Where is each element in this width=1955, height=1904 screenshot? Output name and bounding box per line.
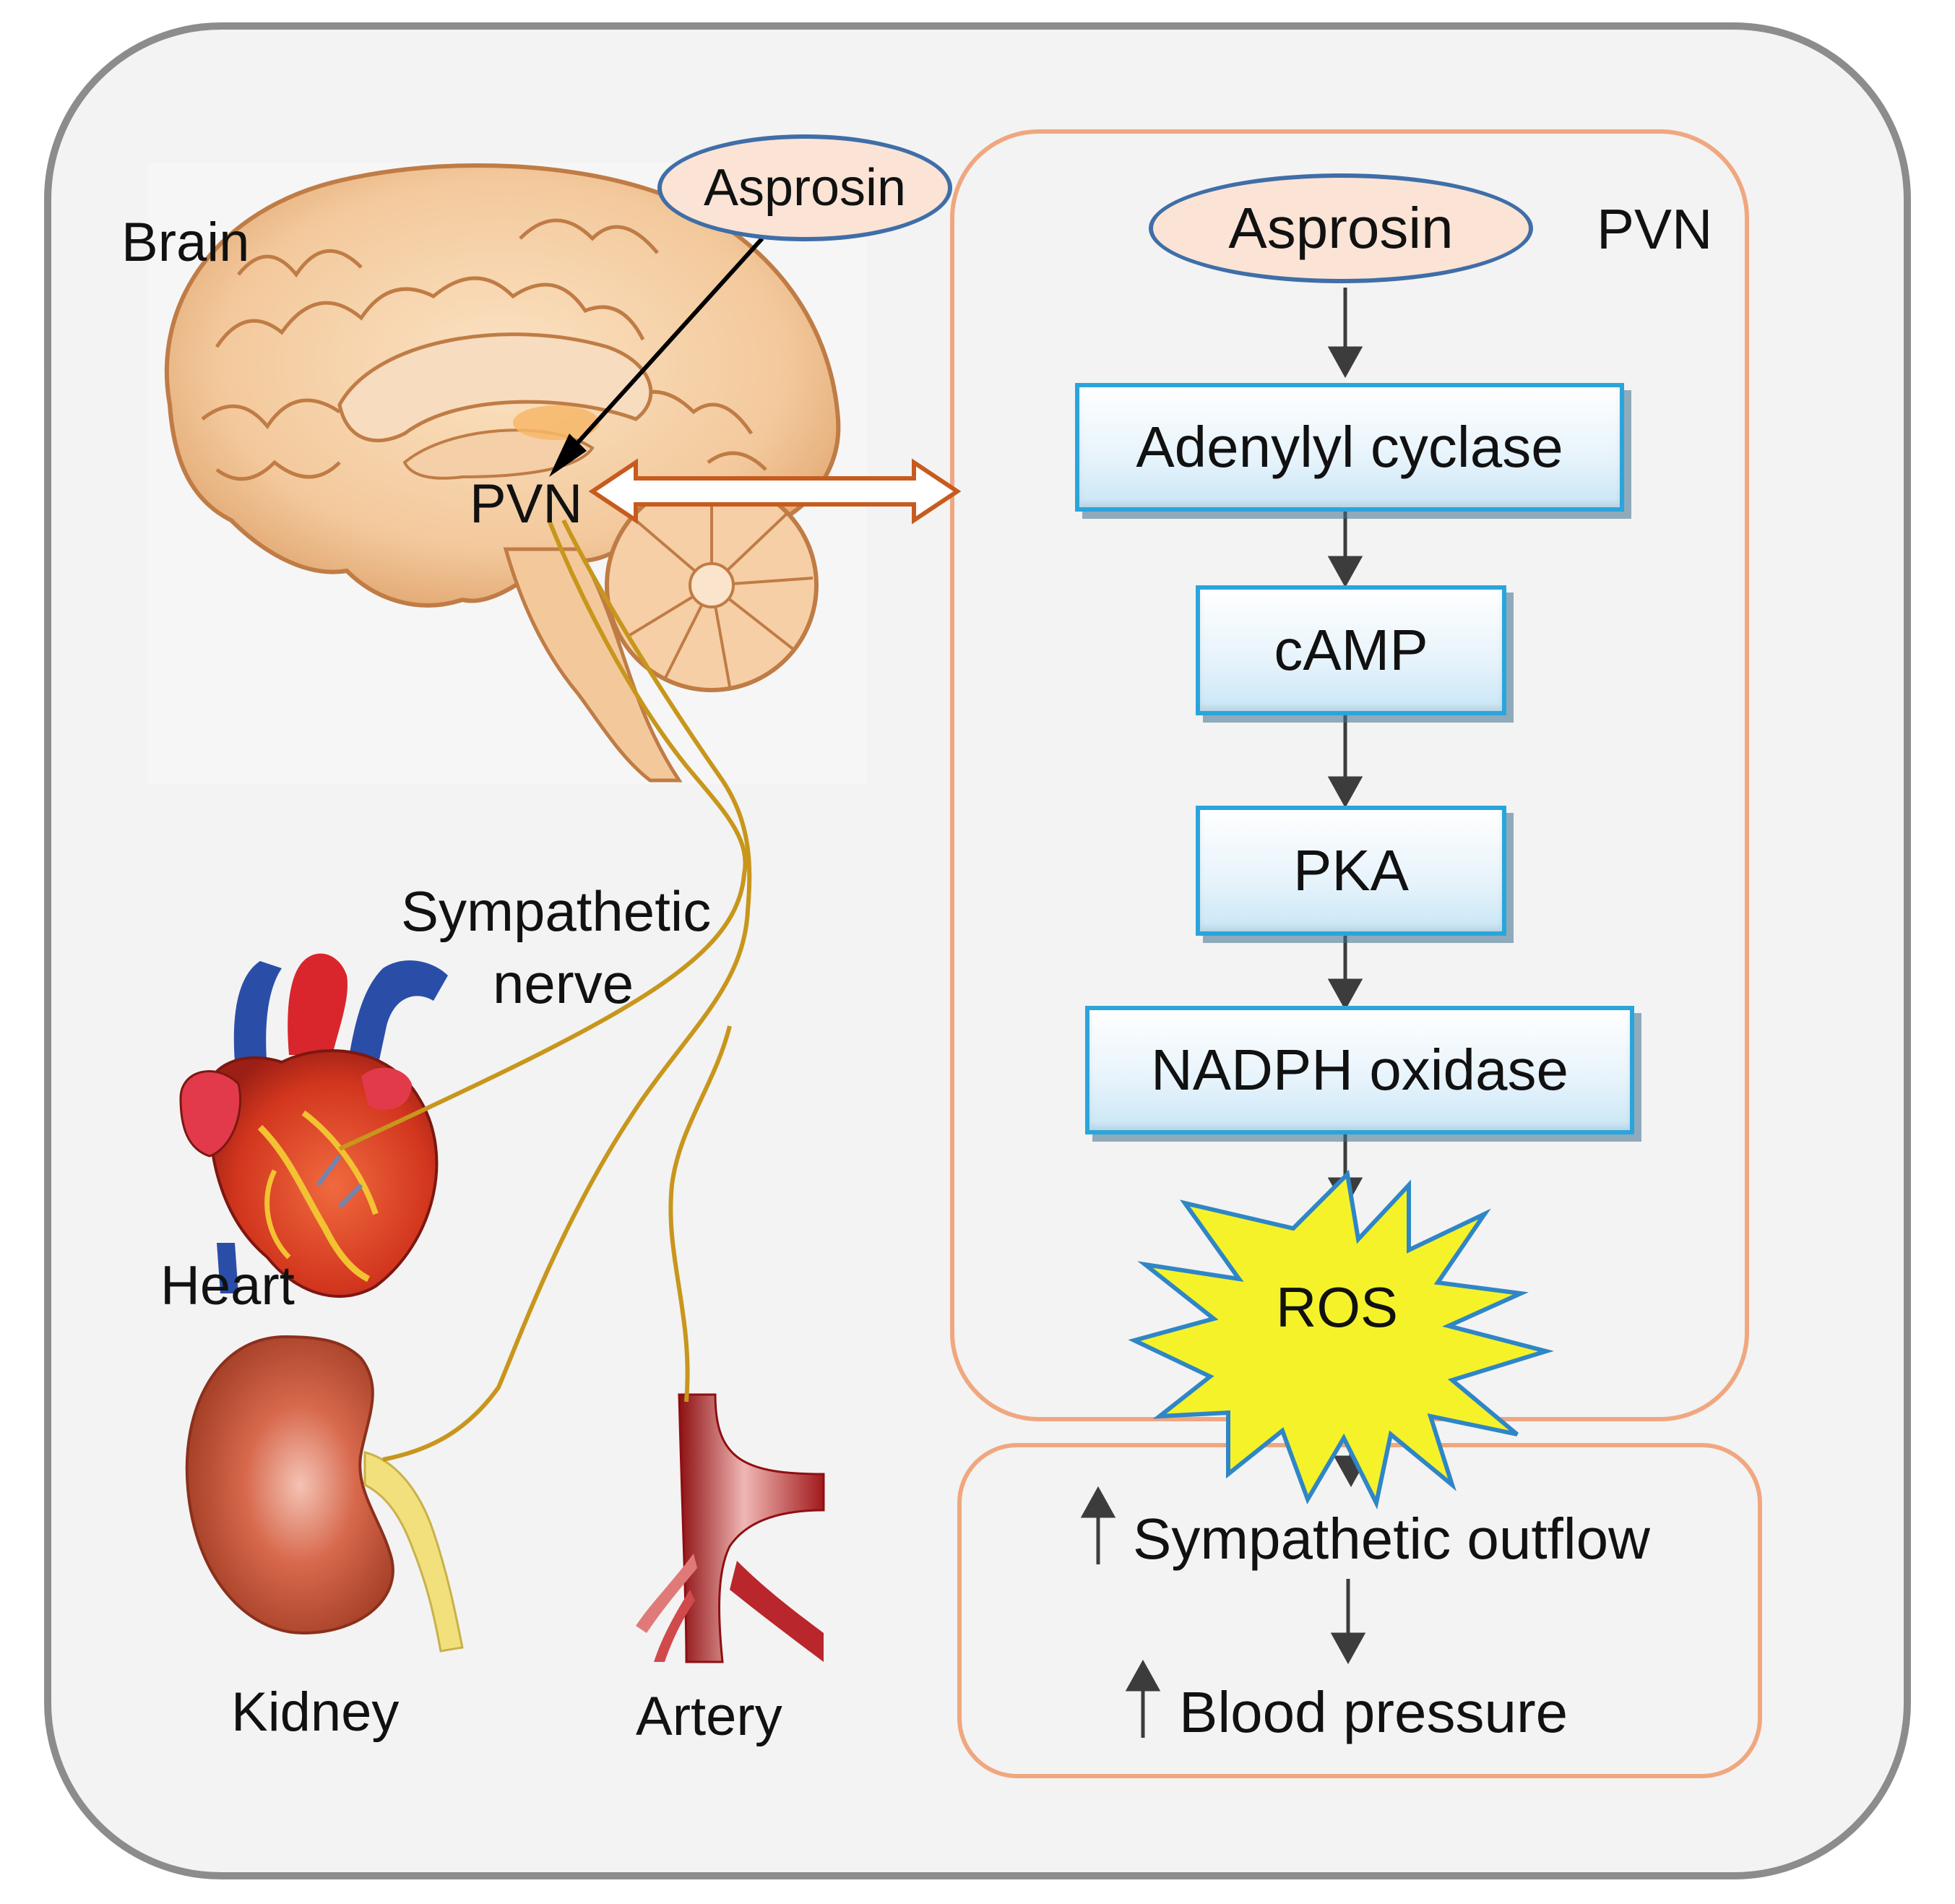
asprosin-ellipse-right: Asprosin — [1149, 173, 1533, 283]
camp-box: cAMP — [1196, 585, 1506, 715]
artery-illustration — [636, 1393, 825, 1663]
pka-box: PKA — [1196, 806, 1506, 936]
pvn-label-brain: PVN — [470, 473, 583, 535]
brain-label: Brain — [121, 212, 250, 273]
pka-label: PKA — [1292, 838, 1410, 903]
kidney-illustration — [185, 1335, 464, 1653]
pvn-double-arrow — [588, 458, 962, 525]
camp-label: cAMP — [1274, 618, 1428, 682]
asprosin-label-left: Asprosin — [703, 159, 907, 217]
sympathetic-outflow-label: Sympathetic outflow — [1133, 1507, 1650, 1571]
sympathetic-nerves — [338, 519, 752, 1462]
nadph-oxidase-label: NADPH oxidase — [1150, 1038, 1568, 1102]
up-arrow-icon — [1125, 1659, 1161, 1738]
artery-label: Artery — [636, 1686, 782, 1747]
heart-label: Heart — [160, 1255, 295, 1317]
sympathetic-nerve-label-line1: Sympathetic — [401, 879, 712, 943]
adenylyl-cyclase-label: Adenylyl cyclase — [1136, 415, 1563, 479]
up-arrow-icon — [1080, 1486, 1116, 1564]
sympathetic-nerve-label-line2: nerve — [493, 952, 634, 1015]
ros-label: ROS — [1276, 1275, 1399, 1339]
nadph-oxidase-box: NADPH oxidase — [1085, 1006, 1634, 1134]
asprosin-ellipse-left: Asprosin — [657, 134, 952, 241]
asprosin-label-right: Asprosin — [1228, 196, 1454, 260]
pvn-panel-label: PVN — [1597, 197, 1713, 261]
asprosin-to-pvn-arrow — [558, 236, 764, 465]
ros-starburst — [1128, 1169, 1555, 1510]
blood-pressure-label: Blood pressure — [1179, 1680, 1568, 1744]
heart-illustration — [179, 953, 448, 1298]
kidney-label: Kidney — [231, 1681, 400, 1743]
adenylyl-cyclase-box: Adenylyl cyclase — [1075, 383, 1624, 512]
